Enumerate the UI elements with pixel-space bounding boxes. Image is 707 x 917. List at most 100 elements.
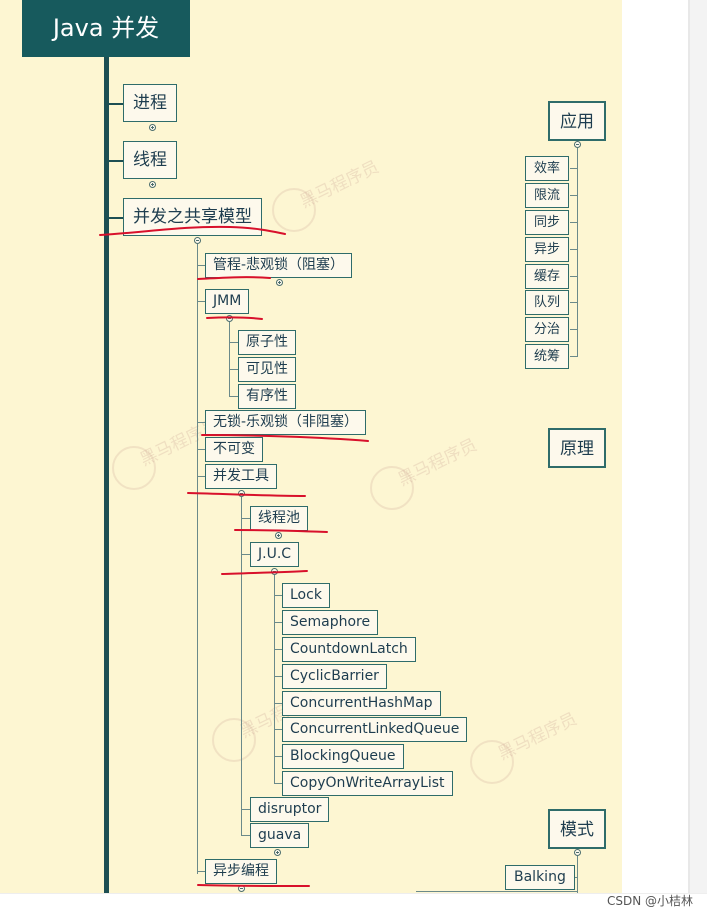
node-lockfree[interactable]: 无锁-乐观锁（非阻塞）: [205, 410, 367, 435]
connector: [241, 554, 250, 555]
connector: [197, 871, 205, 872]
collapse-icon[interactable]: [574, 141, 581, 148]
connector: [229, 369, 238, 370]
node-app-item[interactable]: 效率: [525, 156, 570, 181]
node-atomicity[interactable]: 原子性: [238, 330, 296, 355]
node-juc-item[interactable]: ConcurrentLinkedQueue: [282, 717, 468, 742]
main-spine: [104, 57, 109, 893]
connector: [241, 497, 242, 835]
node-app-item[interactable]: 缓存: [525, 264, 570, 289]
node-juc-item[interactable]: BlockingQueue: [282, 744, 404, 769]
connector: [274, 595, 282, 596]
collapse-icon[interactable]: [574, 849, 581, 856]
underline-jmm: [206, 316, 263, 320]
connector: [197, 476, 205, 477]
connector: [197, 244, 198, 874]
connector: [229, 342, 238, 343]
connector: [197, 301, 205, 302]
node-app-item[interactable]: 限流: [525, 183, 570, 208]
expand-icon[interactable]: [274, 849, 281, 856]
underline-threadpool: [234, 529, 328, 533]
node-immutable[interactable]: 不可变: [205, 437, 263, 462]
connector: [241, 809, 250, 810]
node-thread[interactable]: 线程: [123, 141, 177, 179]
connector: [229, 322, 230, 396]
connector: [274, 649, 282, 650]
scrollbar-track[interactable]: [688, 0, 707, 893]
connector: [570, 168, 578, 169]
expand-icon[interactable]: [149, 181, 156, 188]
node-application[interactable]: 应用: [548, 101, 606, 141]
expand-icon[interactable]: [275, 532, 282, 539]
connector: [577, 148, 578, 356]
connector: [241, 835, 250, 836]
node-ordering[interactable]: 有序性: [238, 384, 296, 409]
node-principle[interactable]: 原理: [548, 428, 606, 468]
node-app-item[interactable]: 统筹: [525, 344, 570, 369]
connector: [274, 729, 282, 730]
node-disruptor[interactable]: disruptor: [250, 797, 330, 822]
collapse-icon[interactable]: [238, 490, 245, 497]
connector: [570, 302, 578, 303]
expand-icon[interactable]: [276, 279, 283, 286]
node-concurrency-tools[interactable]: 并发工具: [205, 464, 277, 489]
node-process[interactable]: 进程: [123, 84, 177, 122]
connector: [274, 676, 282, 677]
node-juc-item[interactable]: Lock: [282, 583, 330, 608]
connector: [274, 756, 282, 757]
node-app-item[interactable]: 同步: [525, 210, 570, 235]
node-shared-model[interactable]: 并发之共享模型: [123, 198, 262, 236]
node-monitor-lock[interactable]: 管程-悲观锁（阻塞）: [205, 253, 353, 278]
connector: [570, 195, 578, 196]
connector: [197, 422, 205, 423]
node-pattern[interactable]: 模式: [548, 809, 606, 849]
node-juc-item[interactable]: Semaphore: [282, 610, 379, 635]
node-visibility[interactable]: 可见性: [238, 357, 296, 382]
node-threadpool[interactable]: 线程池: [250, 506, 308, 531]
expand-icon[interactable]: [149, 124, 156, 131]
underline-lockfree: [201, 434, 369, 442]
connector: [577, 856, 578, 893]
node-app-item[interactable]: 分治: [525, 317, 570, 342]
connector: [197, 265, 205, 266]
node-app-item[interactable]: 异步: [525, 237, 570, 262]
underline-shared-model: [99, 225, 286, 236]
underline-juc: [221, 570, 308, 575]
annotation-underlines: [99, 225, 369, 887]
connector: [274, 575, 275, 783]
connector: [229, 396, 238, 397]
node-juc-item[interactable]: CopyOnWriteArrayList: [282, 771, 453, 796]
connector: [570, 329, 578, 330]
connector: [241, 518, 250, 519]
collapse-icon[interactable]: [194, 237, 201, 244]
connector: [274, 703, 282, 704]
connector: [108, 217, 123, 219]
connector: [108, 160, 123, 162]
connector: [274, 622, 282, 623]
connector: [570, 276, 578, 277]
bottom-bar: [0, 893, 707, 917]
root-node[interactable]: Java 并发: [22, 0, 190, 57]
node-juc-item[interactable]: CyclicBarrier: [282, 664, 387, 689]
connector: [570, 222, 578, 223]
connector: [197, 449, 205, 450]
node-juc-item[interactable]: ConcurrentHashMap: [282, 691, 441, 716]
credit-label: CSDN @小桔林: [606, 894, 693, 908]
node-juc-item[interactable]: CountdownLatch: [282, 637, 416, 662]
node-async-programming[interactable]: 异步编程: [205, 859, 277, 884]
underline-concurrency-tools: [187, 492, 306, 497]
node-guava[interactable]: guava: [250, 823, 310, 848]
underline-monitor-lock: [197, 276, 271, 280]
node-juc[interactable]: J.U.C: [250, 542, 300, 567]
connector: [570, 356, 578, 357]
connector: [416, 891, 578, 892]
node-balking[interactable]: Balking: [505, 865, 575, 890]
connector: [108, 103, 123, 105]
collapse-icon[interactable]: [226, 315, 233, 322]
underline-async: [197, 884, 310, 887]
mindmap-canvas: 黑马程序员 黑马程序员 黑马程序员 黑马程序员 黑马程序员 Java 并发 进程…: [0, 0, 622, 893]
node-app-item[interactable]: 队列: [525, 290, 570, 315]
connector: [274, 783, 282, 784]
connector: [570, 249, 578, 250]
node-jmm[interactable]: JMM: [205, 289, 250, 314]
